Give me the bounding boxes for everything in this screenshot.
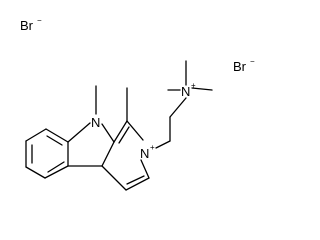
- pyridinium-nitrogen-atom: N +: [140, 143, 155, 161]
- structure-canvas: Br − Br − N N + N +: [20, 16, 255, 191]
- benzene-ring: [25, 128, 69, 179]
- bond: [101, 141, 115, 167]
- nitrogen-symbol: N: [91, 115, 100, 130]
- bond: [191, 87, 213, 91]
- bromide-symbol: Br: [20, 18, 34, 33]
- nitrogen-symbol: N: [140, 146, 149, 161]
- bond: [67, 122, 91, 143]
- nitrogen-charge: +: [150, 143, 155, 152]
- indole-nitrogen-atom: N: [91, 115, 100, 130]
- bond: [25, 128, 47, 142]
- nitrogen-charge: +: [191, 81, 196, 90]
- bond: [45, 128, 69, 143]
- bromide-charge: −: [37, 16, 42, 25]
- propyl-chain: [155, 97, 187, 149]
- double-bond-inner: [46, 135, 63, 146]
- bond: [125, 177, 150, 191]
- double-bond-inner: [126, 175, 145, 185]
- pyridinium-ring: [101, 87, 150, 191]
- ammonium-nitrogen-atom: N +: [181, 81, 196, 99]
- bond: [140, 159, 150, 179]
- bond: [44, 165, 69, 179]
- bromide-symbol: Br: [233, 59, 247, 74]
- molecule-drawing: Br − Br − N N + N +: [20, 16, 255, 191]
- trimethylammonium-group: [167, 60, 213, 91]
- double-bond-inner: [47, 161, 65, 173]
- nitrogen-symbol: N: [181, 84, 190, 99]
- bond: [155, 140, 171, 149]
- counter-ion-bromide-1: Br −: [20, 16, 42, 33]
- bond: [113, 120, 128, 143]
- pyrrole-ring: [67, 85, 115, 167]
- bond: [101, 165, 127, 191]
- bromide-charge: −: [250, 57, 255, 66]
- bond: [101, 123, 115, 143]
- counter-ion-bromide-2: Br −: [233, 57, 255, 74]
- bond: [169, 97, 187, 118]
- bond: [25, 166, 46, 179]
- double-bond-inner: [118, 126, 130, 144]
- bond: [126, 120, 144, 141]
